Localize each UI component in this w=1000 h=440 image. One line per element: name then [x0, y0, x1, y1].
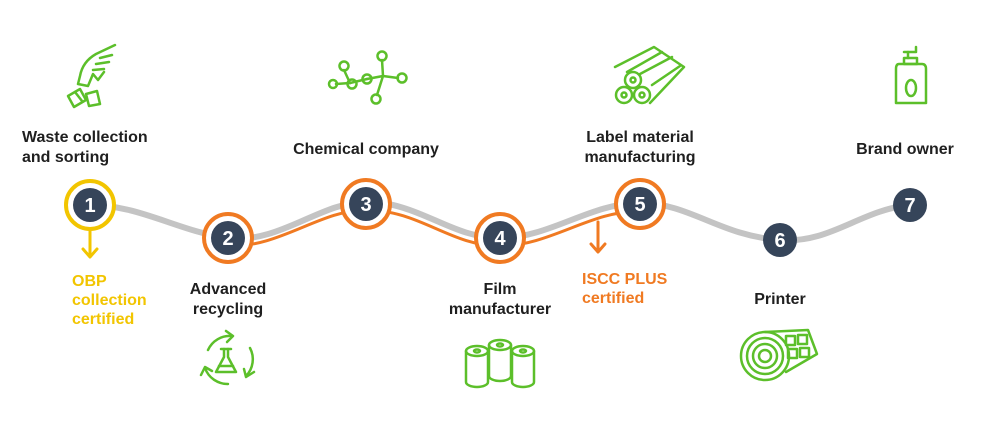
step-number-1: 1: [84, 195, 95, 217]
bottle-icon: [894, 45, 928, 105]
step-marker-1: 1: [64, 179, 116, 231]
step-marker-7: 7: [893, 188, 927, 222]
step-label-4: Film manufacturer: [448, 281, 552, 318]
molecule-icon: [327, 50, 408, 105]
label-roll-icon: [739, 328, 819, 382]
step-number-3: 3: [360, 194, 371, 216]
step-label-7: Brand owner: [856, 141, 954, 158]
step-number-5: 5: [634, 194, 645, 216]
orange-path: [226, 208, 642, 248]
film-rolls-icon: [464, 338, 536, 389]
step-label-6: Printer: [754, 291, 806, 308]
step-marker-4: 4: [474, 212, 526, 264]
step-number-6: 6: [774, 230, 785, 252]
material-rolls-icon: [613, 45, 686, 105]
arrow-down-icon: [589, 220, 607, 254]
arrow-down-icon: [81, 226, 99, 259]
step-number-4: 4: [494, 228, 506, 250]
step-label-2: Advanced recycling: [189, 281, 267, 318]
obp-certification-note: OBP collection certified: [72, 273, 147, 328]
step-number-7: 7: [904, 195, 915, 217]
step-marker-6: 6: [763, 223, 797, 257]
step-marker-2: 2: [202, 212, 254, 264]
iscc-plus-certification-note: ISCC PLUS certified: [582, 271, 668, 307]
step-marker-5: 5: [614, 178, 666, 230]
step-marker-3: 3: [340, 178, 392, 230]
step-label-1: Waste collection and sorting: [22, 129, 148, 166]
recycling-flask-icon: [199, 329, 256, 386]
hand-waste-icon: [66, 43, 117, 109]
step-label-5: Label material manufacturing: [584, 129, 696, 166]
step-label-3: Chemical company: [293, 141, 439, 158]
step-number-2: 2: [222, 228, 233, 250]
